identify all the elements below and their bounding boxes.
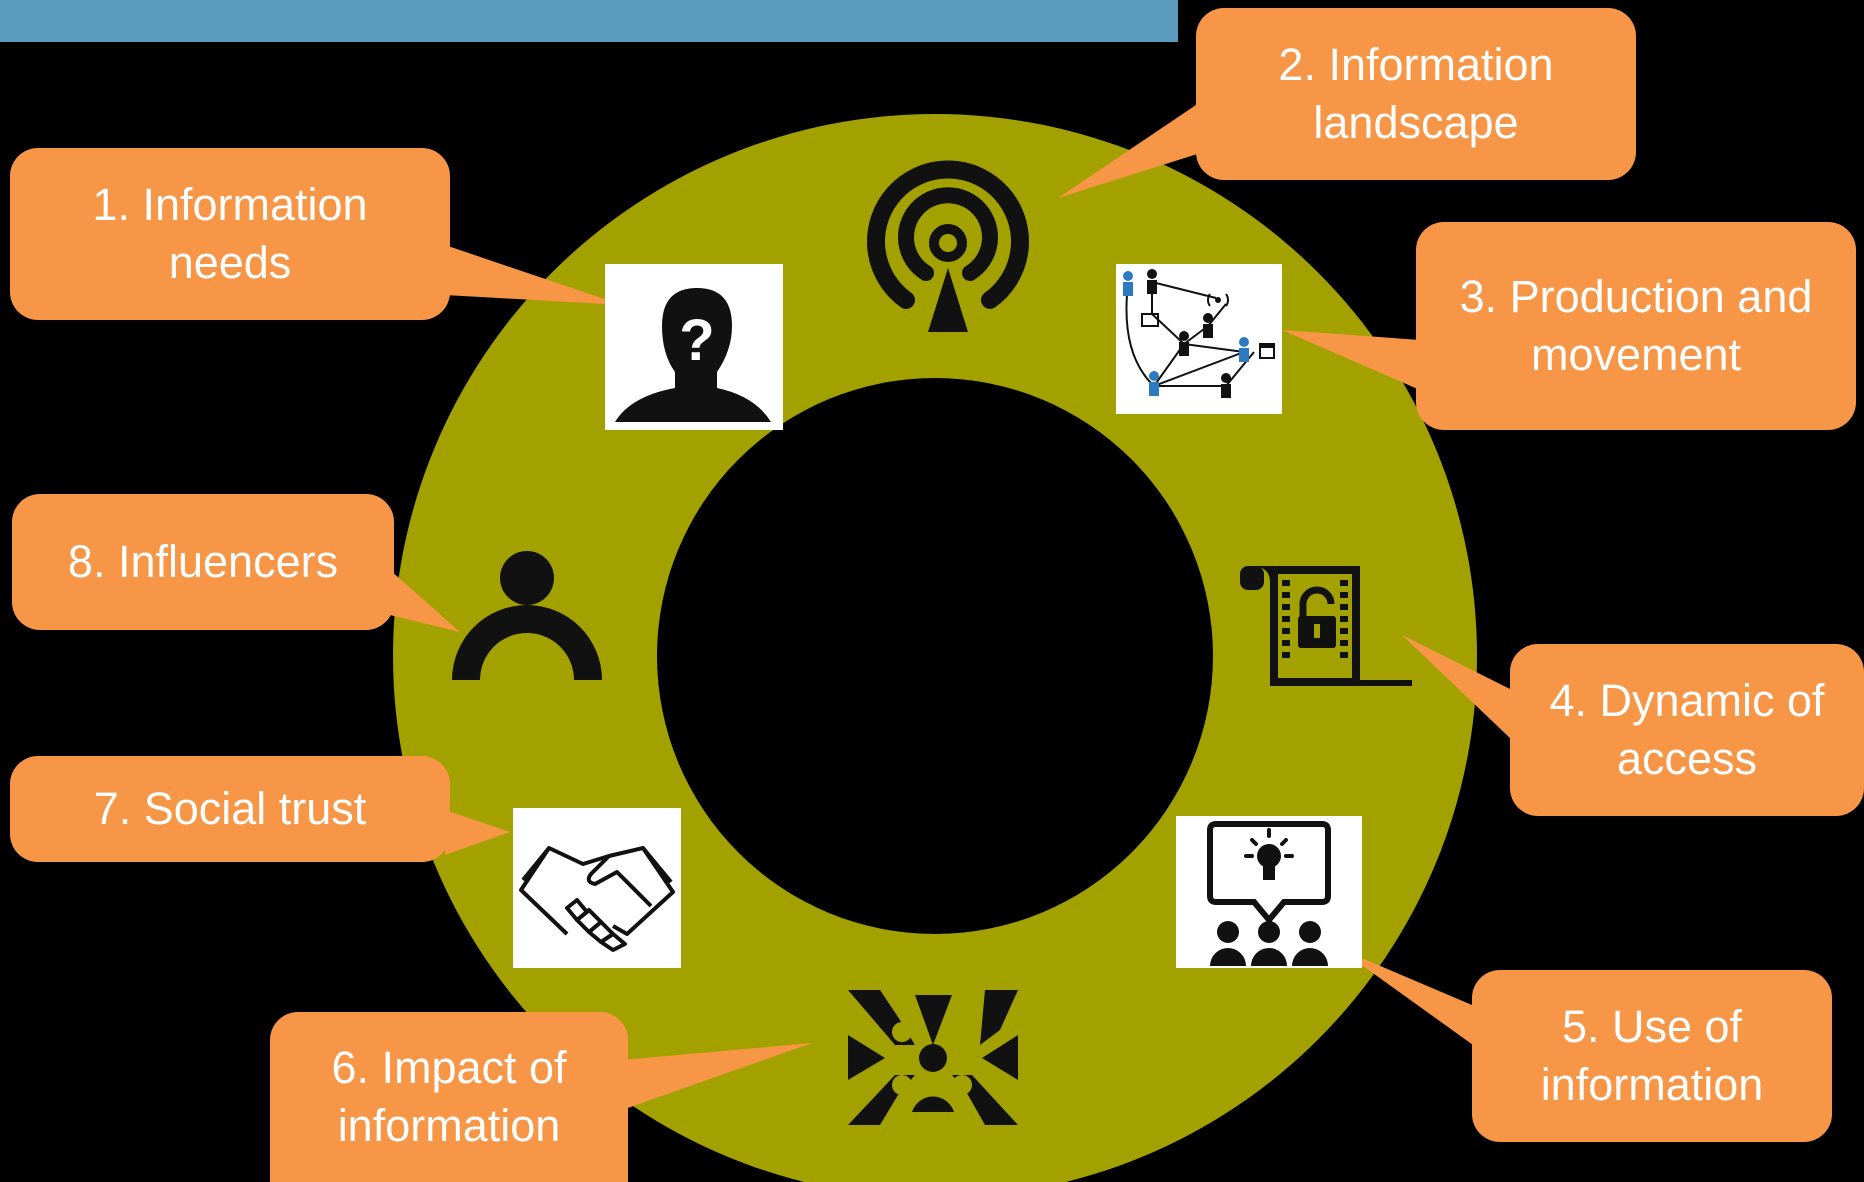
callout-production-and-movement-line1: 3. Production and	[1459, 271, 1813, 322]
callout-social-trust-label: 7. Social trust	[93, 783, 367, 834]
callout-impact-of-information-text: 6. Impact of information	[331, 1039, 566, 1155]
callout-information-landscape: 2. Information landscape	[1196, 8, 1636, 180]
audience-idea-icon	[1207, 821, 1331, 966]
callout-dynamic-of-access-text: 4. Dynamic of access	[1549, 672, 1824, 788]
callout-influencers: 8. Influencers	[12, 494, 394, 630]
callout-impact-of-information-line2: information	[337, 1100, 561, 1151]
tile-use-of-information	[1176, 816, 1362, 968]
pointer-use-of-information	[1338, 948, 1480, 1050]
callout-information-landscape-line1: 2. Information	[1278, 39, 1554, 90]
locked-document-icon	[1240, 566, 1412, 686]
tile-production-and-movement	[1116, 264, 1282, 414]
callout-production-and-movement-line2: movement	[1530, 329, 1742, 380]
handshake-icon	[519, 846, 675, 952]
callout-impact-of-information-line1: 6. Impact of	[331, 1042, 567, 1093]
callout-dynamic-of-access: 4. Dynamic of access	[1510, 644, 1864, 816]
pointer-information-landscape	[1058, 105, 1210, 198]
question-person-icon: ?	[615, 288, 771, 422]
callout-information-needs-line2: needs	[168, 237, 292, 288]
hands-circle-icon	[848, 990, 1018, 1125]
callout-use-of-information-line1: 5. Use of	[1561, 1001, 1743, 1052]
callout-use-of-information-text: 5. Use of information	[1541, 998, 1764, 1114]
influencer-person-icon	[452, 551, 602, 680]
callout-information-needs: 1. Information needs	[10, 148, 450, 320]
pointer-social-trust	[445, 810, 510, 855]
svg-text:?: ?	[679, 308, 714, 373]
pointer-production-and-movement	[1282, 330, 1420, 390]
callout-use-of-information-line2: information	[1540, 1059, 1764, 1110]
tile-social-trust	[513, 808, 681, 968]
callout-dynamic-of-access-line2: access	[1616, 733, 1758, 784]
callout-production-and-movement-text: 3. Production and movement	[1460, 268, 1813, 384]
pointer-information-needs	[445, 245, 622, 305]
callout-information-landscape-text: 2. Information landscape	[1278, 36, 1553, 152]
callout-social-trust: 7. Social trust	[10, 756, 450, 862]
broadcast-antenna-icon	[867, 160, 1029, 332]
callout-dynamic-of-access-line1: 4. Dynamic of	[1549, 675, 1825, 726]
callout-use-of-information: 5. Use of information	[1472, 970, 1832, 1142]
callout-impact-of-information: 6. Impact of information	[270, 1012, 628, 1182]
inner-hole	[657, 378, 1213, 934]
callout-production-and-movement: 3. Production and movement	[1416, 222, 1856, 430]
callout-information-needs-line1: 1. Information	[92, 179, 368, 230]
pointer-influencers	[390, 570, 460, 632]
network-diagram-icon	[1123, 269, 1275, 398]
tile-information-needs: ?	[605, 264, 783, 430]
callout-influencers-label: 8. Influencers	[67, 536, 339, 587]
pointer-dynamic-of-access	[1402, 635, 1512, 740]
callout-information-needs-text: 1. Information needs	[92, 176, 367, 292]
callout-information-landscape-line2: landscape	[1313, 97, 1519, 148]
pointer-impact-of-information	[622, 1043, 812, 1110]
top-banner	[0, 0, 1178, 42]
